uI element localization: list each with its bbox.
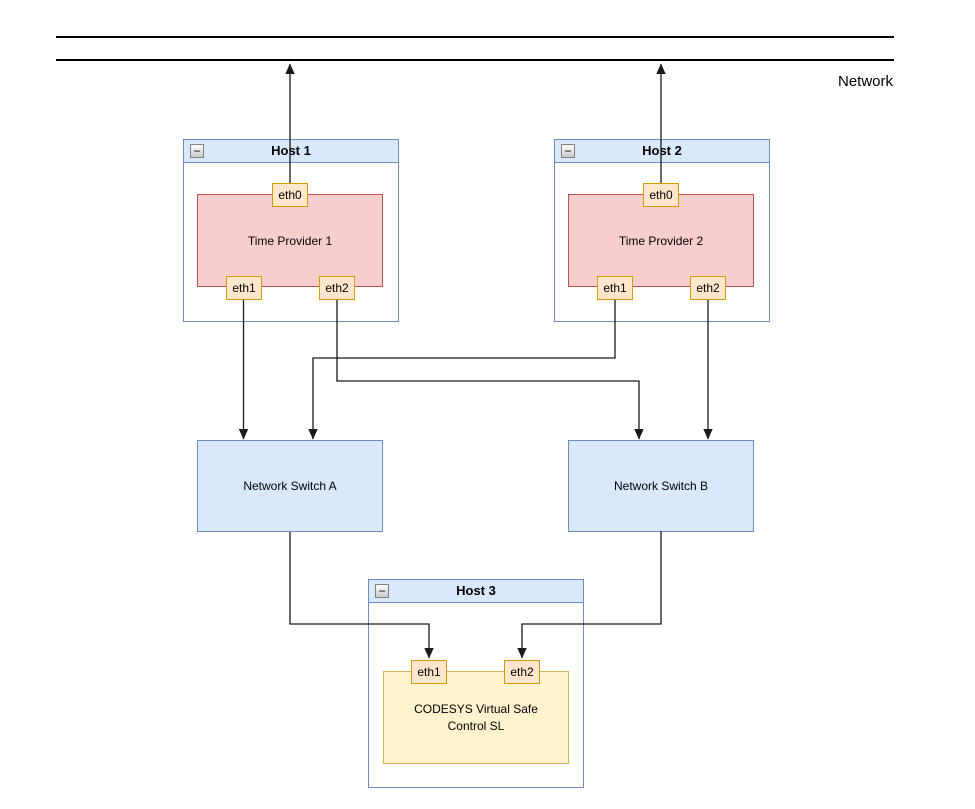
time-provider-1-label: Time Provider 1 — [247, 233, 333, 248]
minus-glyph: − — [564, 144, 572, 158]
network-switch-a-label: Network Switch A — [243, 479, 337, 493]
network-switch-a-node: Network Switch A — [197, 440, 383, 532]
network-switch-b-node: Network Switch B — [568, 440, 754, 532]
host2-titlebar: − Host 2 — [555, 140, 769, 163]
collapse-icon[interactable]: − — [190, 144, 204, 158]
host3-titlebar: − Host 3 — [369, 580, 583, 603]
network-bus-label: Network — [837, 73, 893, 90]
host1-port-eth0: eth0 — [272, 183, 308, 207]
host3-port-eth1: eth1 — [411, 660, 447, 684]
host1-titlebar: − Host 1 — [184, 140, 398, 163]
minus-glyph: − — [193, 144, 201, 158]
host1-title: Host 1 — [271, 143, 311, 158]
time-provider-1-node: Time Provider 1 — [197, 194, 383, 287]
host2-title: Host 2 — [642, 143, 682, 158]
host1-port-eth1: eth1 — [226, 276, 262, 300]
collapse-icon[interactable]: − — [561, 144, 575, 158]
host2-port-eth1: eth1 — [597, 276, 633, 300]
codesys-virtual-safe-control-node: CODESYS Virtual Safe Control SL — [383, 671, 569, 764]
host3-title: Host 3 — [456, 583, 496, 598]
time-provider-2-label: Time Provider 2 — [618, 233, 704, 248]
network-switch-b-label: Network Switch B — [613, 479, 709, 493]
codesys-label-line1: CODESYS Virtual Safe — [414, 702, 538, 717]
host1-port-eth2: eth2 — [319, 276, 355, 300]
codesys-label-line2: Control SL — [447, 718, 505, 733]
host2-port-eth0: eth0 — [643, 183, 679, 207]
time-provider-2-node: Time Provider 2 — [568, 194, 754, 287]
host3-port-eth2: eth2 — [504, 660, 540, 684]
host2-port-eth2: eth2 — [690, 276, 726, 300]
